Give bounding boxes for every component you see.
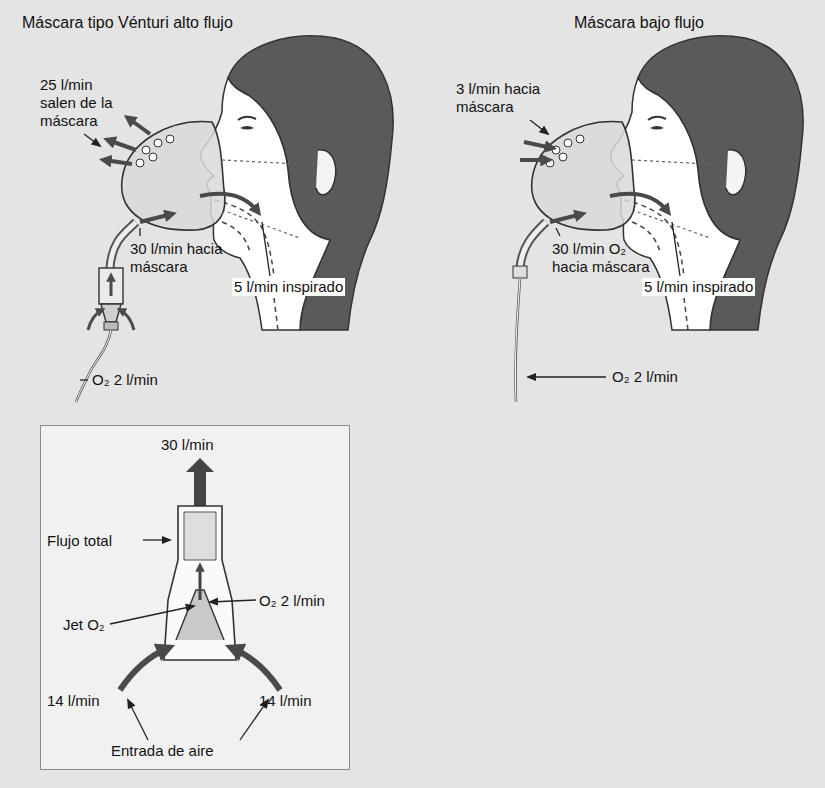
flow-label: 30 l/min hacia máscara	[130, 240, 230, 276]
leader-line	[80, 379, 88, 380]
figure-title: Máscara tipo Vénturi alto flujo	[22, 14, 233, 32]
inset-label: 14 l/min	[47, 692, 100, 710]
figure-title: Máscara bajo flujo	[574, 14, 704, 32]
inset-label: Flujo total	[47, 532, 112, 550]
inset-label: 30 l/min	[161, 436, 214, 454]
inset-label: O₂ 2 l/min	[259, 592, 325, 610]
head-profile	[122, 36, 393, 330]
inset-label: Entrada de aire	[111, 742, 214, 760]
flow-label: 25 l/min salen de la máscara	[40, 76, 128, 130]
oxygen-label: O₂ 2 l/min	[92, 371, 158, 389]
oxygen-label: O₂ 2 l/min	[612, 368, 678, 386]
inset-panel: 30 l/minFlujo totalJet O₂ O₂ 2 l/min 14 l/…	[40, 425, 350, 770]
venturi-inset	[40, 425, 350, 770]
venturi-mask-parts	[76, 118, 270, 402]
inset-label: 14 l/min	[259, 692, 312, 710]
flow-label: 5 l/min inspirado	[232, 278, 345, 296]
low-flow-mask-parts	[513, 120, 680, 402]
flow-label: 30 l/min O₂ hacia máscara	[552, 240, 656, 276]
head-profile	[532, 36, 803, 330]
flow-label: 5 l/min inspirado	[642, 278, 755, 296]
inset-label: Jet O₂	[63, 616, 105, 634]
flow-label: 3 l/min hacia máscara	[456, 80, 556, 116]
